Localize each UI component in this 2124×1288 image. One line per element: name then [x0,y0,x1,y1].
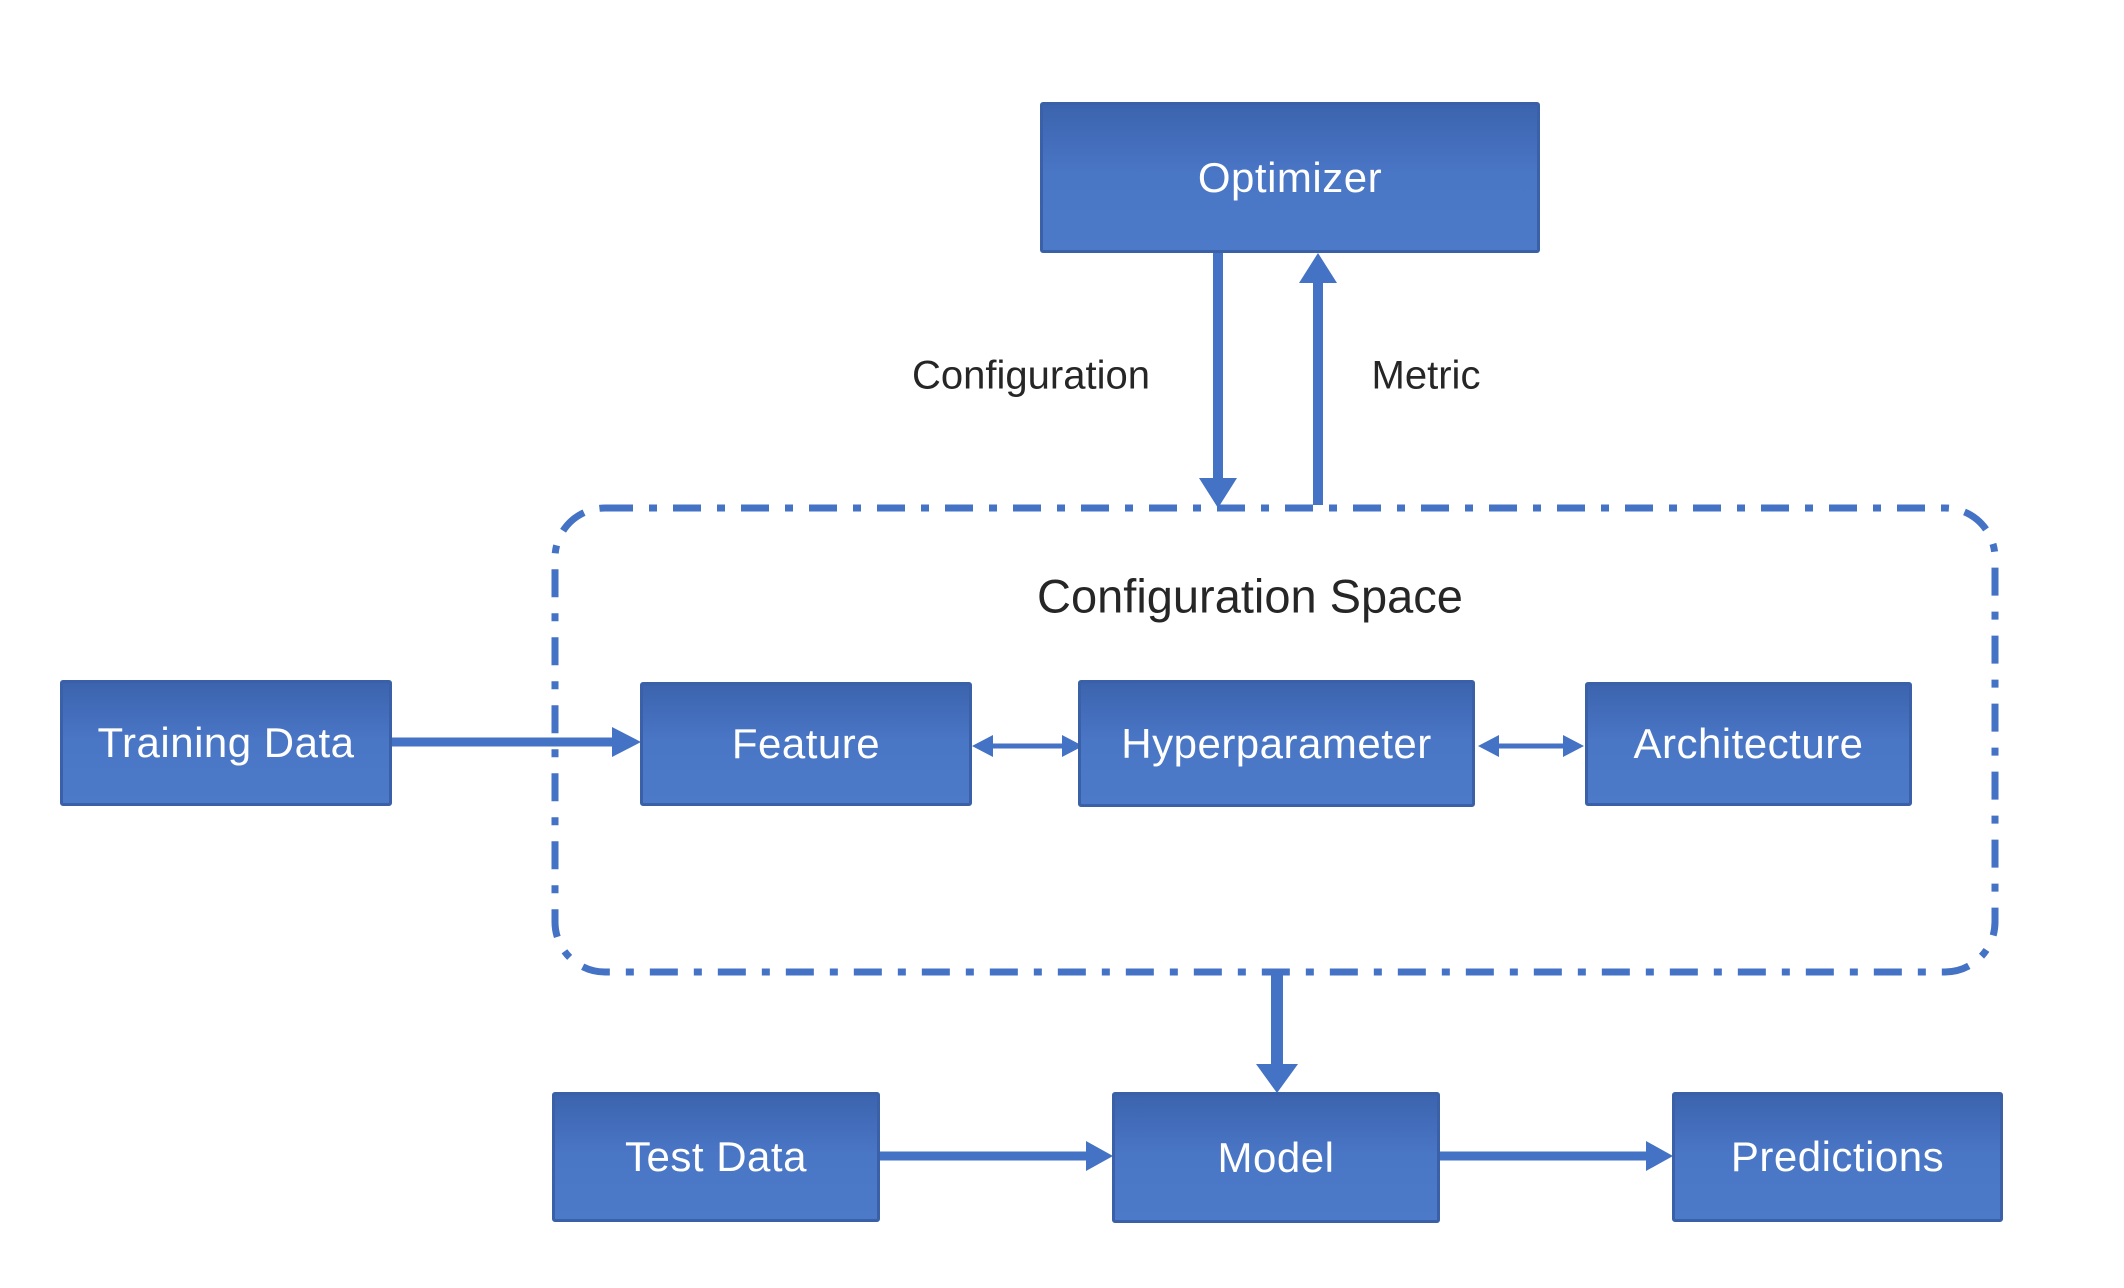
node-test-data: Test Data [552,1092,880,1222]
edge-label-configuration: Configuration [912,353,1150,398]
configuration-space-border [551,504,1999,976]
arrow-testdata-to-model [880,1141,1113,1171]
node-training-data: Training Data [60,680,392,806]
node-feature: Feature [640,682,972,806]
arrow-model-to-predictions [1440,1141,1673,1171]
arrow-feature-hyperparameter-bidirectional [972,735,1083,757]
arrow-hyperparameter-architecture-bidirectional [1478,735,1584,757]
node-architecture: Architecture [1585,682,1912,806]
arrow-metric-up [1299,253,1337,505]
node-model: Model [1112,1092,1440,1223]
configuration-space-title: Configuration Space [1037,569,1463,623]
edge-label-metric: Metric [1371,353,1481,398]
node-optimizer: Optimizer [1040,102,1540,253]
arrow-training-to-feature [392,727,641,757]
node-architecture-label: Architecture [1633,720,1864,767]
arrow-configspace-to-model [1256,975,1298,1093]
node-feature-label: Feature [731,720,881,767]
arrow-configuration-down [1199,253,1237,508]
node-predictions-label: Predictions [1730,1133,1945,1180]
node-training-data-label: Training Data [97,719,355,766]
node-model-label: Model [1217,1133,1335,1181]
node-optimizer-label: Optimizer [1197,153,1383,201]
node-predictions: Predictions [1672,1092,2003,1222]
node-hyperparameter-label: Hyperparameter [1121,719,1432,767]
node-hyperparameter: Hyperparameter [1078,680,1475,807]
node-test-data-label: Test Data [625,1133,807,1180]
